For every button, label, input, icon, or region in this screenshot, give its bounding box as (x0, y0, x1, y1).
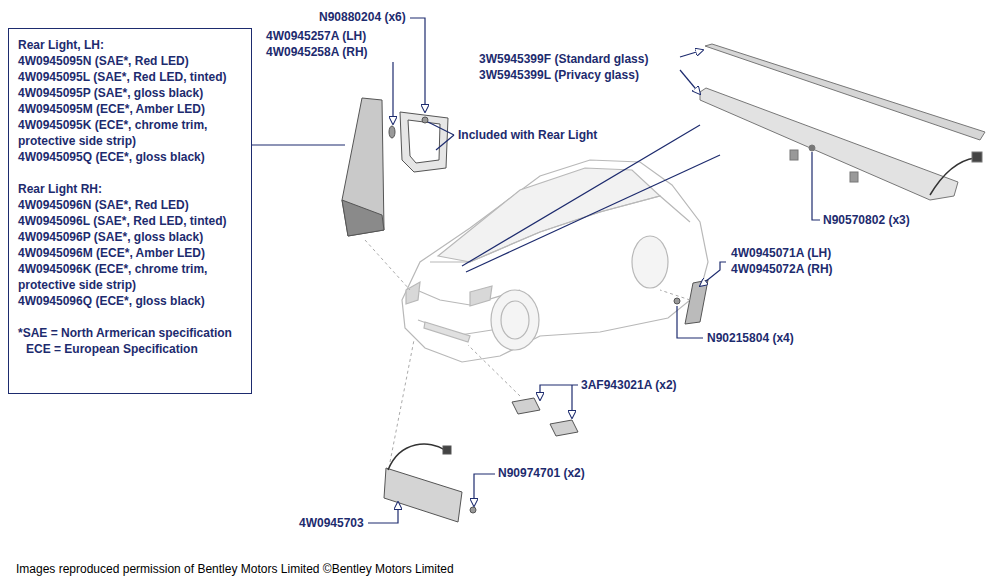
part-number: 4W0945096Q (ECE*, gloss black) (18, 293, 240, 309)
part-number: ECE = European Specification (18, 341, 248, 357)
part-number: 4W0945096K (ECE*, chrome trim, protectiv… (18, 261, 240, 293)
callout-number: N90215804 (x4) (706, 331, 795, 346)
list-heading: Rear Light RH: (18, 181, 240, 197)
list-heading: Rear Light, LH: (18, 37, 240, 53)
part-number: 4W0945096L (SAE*, Red LED, tinted) (18, 213, 240, 229)
part-number: *SAE = North Armerican specification (18, 325, 240, 341)
part-number: 4W0945095M (ECE*, Amber LED) (18, 101, 240, 117)
part-number: 4W0945095P (SAE*, gloss black) (18, 85, 240, 101)
glass-strip (700, 44, 985, 200)
callout-number: 4W0945072A (RH) (730, 262, 834, 277)
note-label: Included with Rear Light (457, 128, 598, 143)
part-number: 4W0945096N (SAE*, Red LED) (18, 197, 240, 213)
callout-number: N90570802 (x3) (822, 213, 911, 228)
side-marker (674, 280, 708, 324)
car-outline (402, 160, 708, 362)
callout-number: N90974701 (x2) (497, 466, 586, 481)
callout-number: 4W0945071A (LH) (730, 246, 832, 261)
part-number: 4W0945095Q (ECE*, gloss black) (18, 149, 240, 165)
rear-light (342, 98, 448, 236)
callout-number: 4W0945703 (298, 516, 365, 531)
callout-number: N90880204 (x6) (318, 10, 407, 25)
callout-number: 3AF943021A (x2) (580, 378, 678, 393)
callout-number: 4W0945258A (RH) (265, 45, 369, 60)
part-list-box: Rear Light, LH:4W0945095N (SAE*, Red LED… (8, 28, 252, 394)
caption: Images reproduced permission of Bentley … (16, 562, 454, 577)
part-number: 4W0945096M (ECE*, Amber LED) (18, 245, 240, 261)
callout-number: 3W5945399L (Privacy glass) (478, 68, 640, 83)
licence-lamp (512, 398, 578, 436)
callout-number: 3W5945399F (Standard glass) (478, 52, 649, 67)
part-number: 4W0945095K (ECE*, chrome trim, protectiv… (18, 117, 240, 149)
part-number: 4W0945095L (SAE*, Red LED, tinted) (18, 69, 240, 85)
part-number: 4W0945096P (SAE*, gloss black) (18, 229, 240, 245)
callout-number: 4W0945257A (LH) (265, 29, 367, 44)
guide-line (365, 240, 690, 462)
part-number: 4W0945095N (SAE*, Red LED) (18, 53, 240, 69)
